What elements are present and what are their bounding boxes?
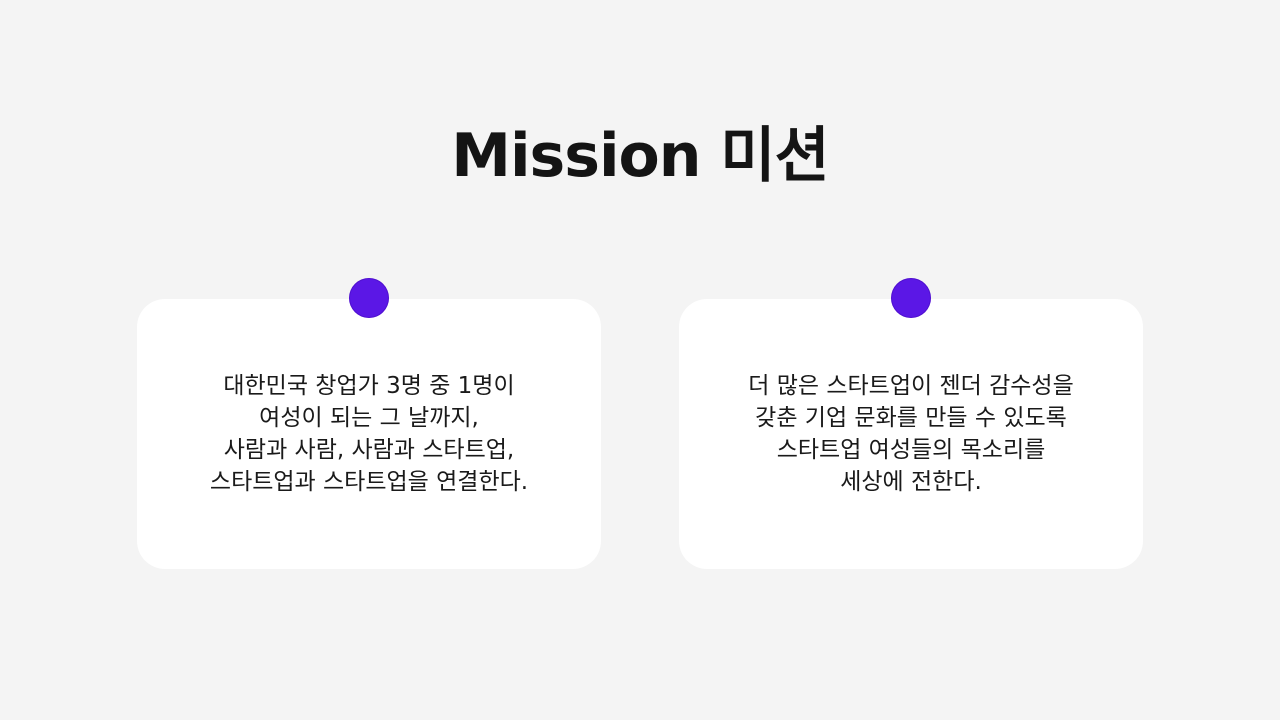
mission-text-line: 세상에 전한다.: [840, 469, 982, 495]
page-title: Mission 미션: [451, 121, 830, 191]
accent-dot-right: [891, 278, 931, 318]
mission-text-line: 갖춘 기업 문화를 만들 수 있도록: [755, 405, 1067, 431]
mission-text-line: 더 많은 스타트업이 젠더 감수성을: [748, 373, 1074, 399]
accent-dot-left: [349, 278, 389, 318]
mission-text-line: 스타트업 여성들의 목소리를: [776, 437, 1046, 463]
mission-text-right: 더 많은 스타트업이 젠더 감수성을 갖춘 기업 문화를 만들 수 있도록 스타…: [679, 370, 1143, 498]
mission-card-right: 더 많은 스타트업이 젠더 감수성을 갖춘 기업 문화를 만들 수 있도록 스타…: [679, 299, 1143, 569]
mission-text-line: 대한민국 창업가 3명 중 1명이: [223, 373, 515, 399]
mission-text-line: 여성이 되는 그 날까지,: [259, 405, 479, 431]
mission-text-line: 사람과 사람, 사람과 스타트업,: [223, 437, 515, 463]
mission-card-left: 대한민국 창업가 3명 중 1명이 여성이 되는 그 날까지, 사람과 사람, …: [137, 299, 601, 569]
mission-text-line: 스타트업과 스타트업을 연결한다.: [209, 469, 529, 495]
mission-text-left: 대한민국 창업가 3명 중 1명이 여성이 되는 그 날까지, 사람과 사람, …: [137, 370, 601, 498]
